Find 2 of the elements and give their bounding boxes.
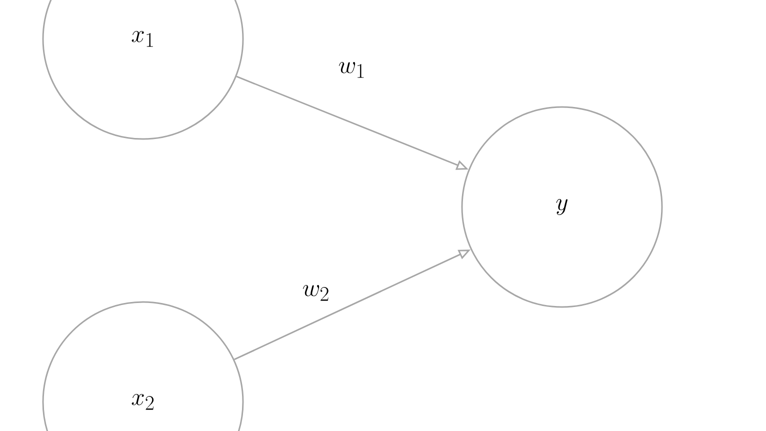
edge-label: $w_1$ [337, 61, 367, 79]
edge-label: $w_2$ [301, 284, 331, 302]
